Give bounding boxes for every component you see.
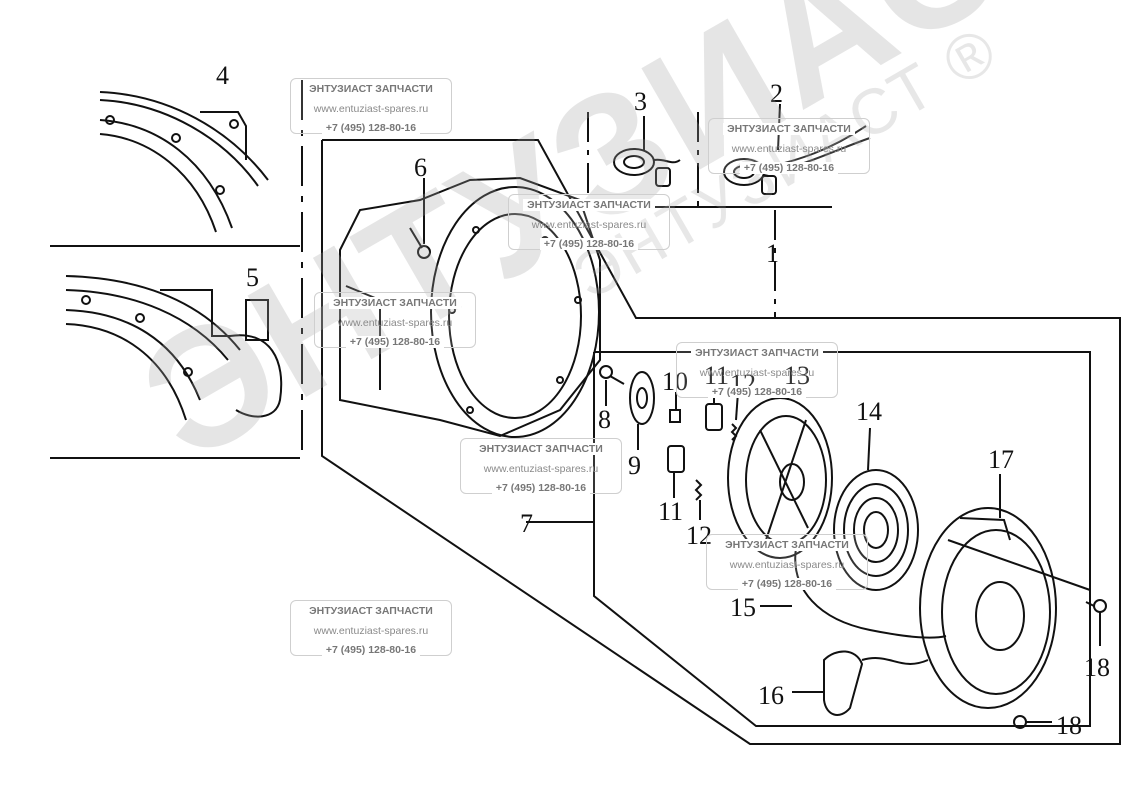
starter-handle-part-16 — [792, 650, 929, 716]
callout-16: 16 — [758, 681, 784, 710]
stamp-phone: +7 (495) 128-80-16 — [707, 386, 807, 398]
contact-stamp: ЭНТУЗИАСТ ЗАПЧАСТИ www.entuziast-spares.… — [290, 600, 452, 656]
callout-11-upper: 11 — [704, 361, 729, 390]
housing-bracket-detail-5 — [65, 275, 283, 421]
contact-stamp: ЭНТУЗИАСТ ЗАПЧАСТИ www.entuziast-spares.… — [460, 438, 622, 494]
stamp-company: ЭНТУЗИАСТ ЗАПЧАСТИ — [329, 297, 461, 309]
stamp-company: ЭНТУЗИАСТ ЗАПЧАСТИ — [723, 123, 855, 135]
callout-1: 1 — [766, 239, 779, 268]
bolt-part-18-upper — [1085, 599, 1107, 646]
stamp-company: ЭНТУЗИАСТ ЗАПЧАСТИ — [305, 83, 437, 95]
callout-6: 6 — [414, 153, 427, 182]
pawl-part-11-lower — [667, 445, 685, 498]
stamp-website[interactable]: www.entuziast-spares.ru — [729, 559, 845, 571]
callout-4: 4 — [216, 61, 229, 90]
callout-18-upper: 18 — [1084, 653, 1110, 682]
contact-stamp: ЭНТУЗИАСТ ЗАПЧАСТИ www.entuziast-spares.… — [314, 292, 476, 348]
stamp-website[interactable]: www.entuziast-spares.ru — [483, 463, 599, 475]
bolt-part-18-lower — [1013, 715, 1052, 729]
spring-part-12-lower — [694, 479, 703, 520]
callout-15: 15 — [730, 593, 756, 622]
stamp-website[interactable]: www.entuziast-spares.ru — [531, 219, 647, 231]
callout-7: 7 — [520, 509, 533, 538]
switch-part-3 — [613, 116, 681, 187]
stamp-website[interactable]: www.entuziast-spares.ru — [699, 367, 815, 379]
stamp-phone: +7 (495) 128-80-16 — [321, 122, 421, 134]
stamp-phone: +7 (495) 128-80-16 — [491, 482, 591, 494]
callout-14: 14 — [856, 397, 882, 426]
callout-18-lower: 18 — [1056, 711, 1082, 740]
starter-cover-part-17 — [919, 474, 1091, 709]
callout-17: 17 — [988, 445, 1014, 474]
stamp-phone: +7 (495) 128-80-16 — [739, 162, 839, 174]
stamp-website[interactable]: www.entuziast-spares.ru — [313, 103, 429, 115]
bolt-part-6 — [409, 178, 431, 259]
stamp-company: ЭНТУЗИАСТ ЗАПЧАСТИ — [305, 605, 437, 617]
housing-flange-detail-4 — [99, 91, 269, 233]
callout-9: 9 — [628, 451, 641, 480]
contact-stamp: ЭНТУЗИАСТ ЗАПЧАСТИ www.entuziast-spares.… — [706, 534, 868, 590]
assembly-frame-7 — [593, 351, 1091, 727]
assembly-frame-1 — [321, 139, 1121, 745]
stamp-phone: +7 (495) 128-80-16 — [539, 238, 639, 250]
contact-stamp: ЭНТУЗИАСТ ЗАПЧАСТИ www.entuziast-spares.… — [708, 118, 870, 174]
stamp-company: ЭНТУЗИАСТ ЗАПЧАСТИ — [721, 539, 853, 551]
stamp-website[interactable]: www.entuziast-spares.ru — [313, 625, 429, 637]
callout-2: 2 — [770, 79, 783, 108]
stamp-company: ЭНТУЗИАСТ ЗАПЧАСТИ — [523, 199, 655, 211]
stamp-company: ЭНТУЗИАСТ ЗАПЧАСТИ — [691, 347, 823, 359]
stamp-website[interactable]: www.entuziast-spares.ru — [337, 317, 453, 329]
ratchet-part-9 — [629, 371, 655, 450]
stamp-company: ЭНТУЗИАСТ ЗАПЧАСТИ — [475, 443, 607, 455]
recoil-spring-part-14 — [833, 427, 919, 591]
callout-5: 5 — [246, 263, 259, 292]
pulley-part-13 — [727, 386, 833, 559]
callout-3: 3 — [634, 87, 647, 116]
contact-stamp: ЭНТУЗИАСТ ЗАПЧАСТИ www.entuziast-spares.… — [508, 194, 670, 250]
stamp-phone: +7 (495) 128-80-16 — [737, 578, 837, 590]
callout-10: 10 — [662, 367, 688, 396]
contact-stamp: ЭНТУЗИАСТ ЗАПЧАСТИ www.entuziast-spares.… — [290, 78, 452, 134]
stamp-phone: +7 (495) 128-80-16 — [321, 644, 421, 656]
stamp-phone: +7 (495) 128-80-16 — [345, 336, 445, 348]
stamp-website[interactable]: www.entuziast-spares.ru — [731, 143, 847, 155]
callout-13: 13 — [784, 361, 810, 390]
bolt-part-8 — [599, 365, 625, 406]
callout-11-lower: 11 — [658, 497, 683, 526]
callout-8: 8 — [598, 405, 611, 434]
contact-stamp: ЭНТУЗИАСТ ЗАПЧАСТИ www.entuziast-spares.… — [676, 342, 838, 398]
